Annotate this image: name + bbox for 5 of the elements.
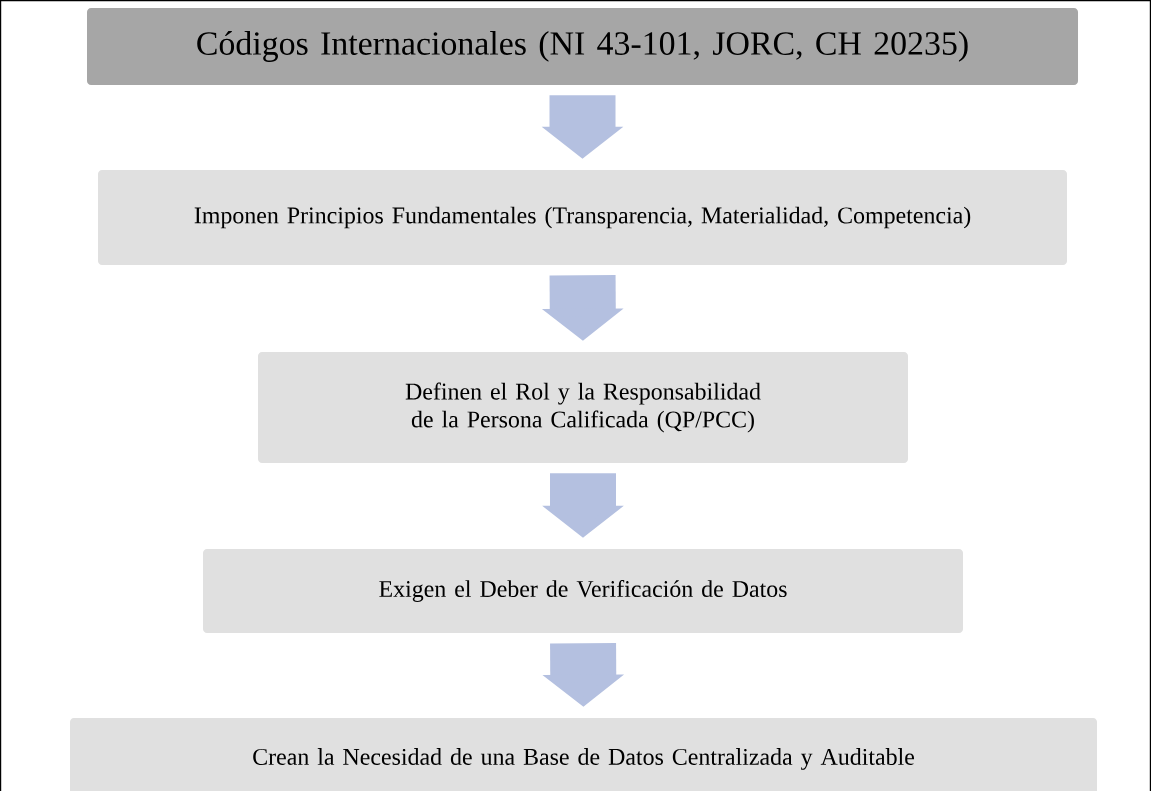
process-box: Imponen Principios Fundamentales (Transparencia, Materialidad, Competencia)	[98, 170, 1067, 265]
process-box: Crean la Necesidad de una Base de Datos Centralizada y Auditable	[70, 718, 1097, 791]
process-box: Definen el Rol y la Responsabilidad de la Persona Calificada (QP/PCC)	[258, 352, 908, 463]
process-box: Exigen el Deber de Verificación de Datos	[203, 549, 963, 633]
title-box: Códigos Internacionales (NI 43-101, JORC, CH 20235)	[87, 8, 1078, 85]
